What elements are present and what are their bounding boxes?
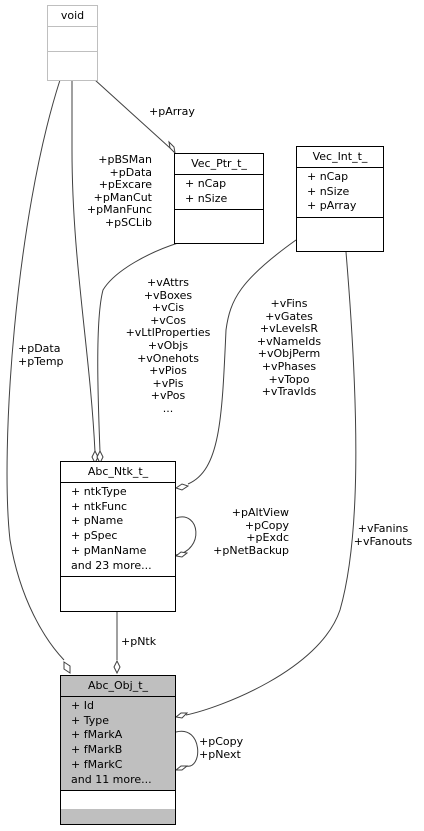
- class-vec-int-title: Vec_Int_t_: [297, 147, 383, 168]
- diamond-ntk-b: [96, 449, 104, 465]
- edge-void-obj: [6, 79, 65, 661]
- diamond-vecptr-top: [168, 140, 176, 155]
- class-void-attrs: [48, 27, 97, 52]
- class-void-ops: [48, 52, 97, 76]
- class-vec-ptr: Vec_Ptr_t_ + nCap+ nSize: [174, 153, 264, 244]
- class-abc-obj: Abc_Obj_t_ + Id+ Type+ fMarkA+ fMarkB+ f…: [60, 675, 176, 825]
- edge-vecint-ntk: [187, 239, 297, 485]
- edge-void-ntk: [71, 80, 96, 453]
- label-obj-self: +pCopy +pNext: [199, 735, 244, 761]
- label-vecint-to-ntk: +vFins +vGates +vLevelsR +vNameIds +vObj…: [256, 297, 322, 399]
- class-vec-int-attrs: + nCap+ nSize+ pArray: [297, 168, 383, 219]
- class-abc-obj-ops: [61, 791, 175, 810]
- edge-void-vecptr: [94, 79, 171, 149]
- edge-vecptr-ntk: [97, 242, 179, 453]
- diamond-ntk-c: [174, 483, 190, 491]
- diamond-obj-c: [174, 712, 189, 719]
- diamond-ntk-a: [91, 449, 99, 465]
- edge-obj-self: [175, 730, 199, 767]
- class-vec-ptr-ops: [175, 210, 263, 228]
- label-parray: +pArray: [149, 105, 195, 118]
- label-ntk-self: +pAltView +pCopy +pExdc +pNetBackup: [213, 506, 289, 557]
- class-vec-int-ops: [297, 218, 383, 236]
- diamond-obj-self: [174, 765, 189, 771]
- class-vec-ptr-title: Vec_Ptr_t_: [175, 154, 263, 175]
- diamond-ntk-self: [174, 551, 189, 558]
- class-abc-obj-title: Abc_Obj_t_: [61, 676, 175, 697]
- diamond-obj-b: [113, 659, 121, 675]
- label-vecint-to-obj: +vFanins +vFanouts: [353, 522, 413, 548]
- class-vec-ptr-attrs: + nCap+ nSize: [175, 175, 263, 211]
- diamond-obj-a: [63, 661, 71, 674]
- class-void-title: void: [48, 6, 97, 27]
- class-abc-ntk-ops: [61, 577, 175, 595]
- label-vecptr-to-ntk: +vAttrs +vBoxes +vCis +vCos +vLtlPropert…: [125, 276, 211, 415]
- label-void-to-obj: +pData +pTemp: [18, 342, 64, 368]
- class-void: void: [47, 5, 98, 81]
- label-ntk-to-obj: +pNtk: [121, 635, 157, 648]
- class-abc-ntk: Abc_Ntk_t_ + ntkType+ ntkFunc+ pName+ pS…: [60, 461, 176, 612]
- edge-ntk-self: [175, 516, 197, 556]
- class-abc-ntk-title: Abc_Ntk_t_: [61, 462, 175, 483]
- label-void-to-ntk: +pBSMan +pData +pExcare +pManCut +pManFu…: [86, 153, 152, 229]
- class-vec-int: Vec_Int_t_ + nCap+ nSize+ pArray: [296, 146, 384, 252]
- edge-vecint-obj: [185, 251, 357, 716]
- class-abc-ntk-attrs: + ntkType+ ntkFunc+ pName+ pSpec+ pManNa…: [61, 483, 175, 578]
